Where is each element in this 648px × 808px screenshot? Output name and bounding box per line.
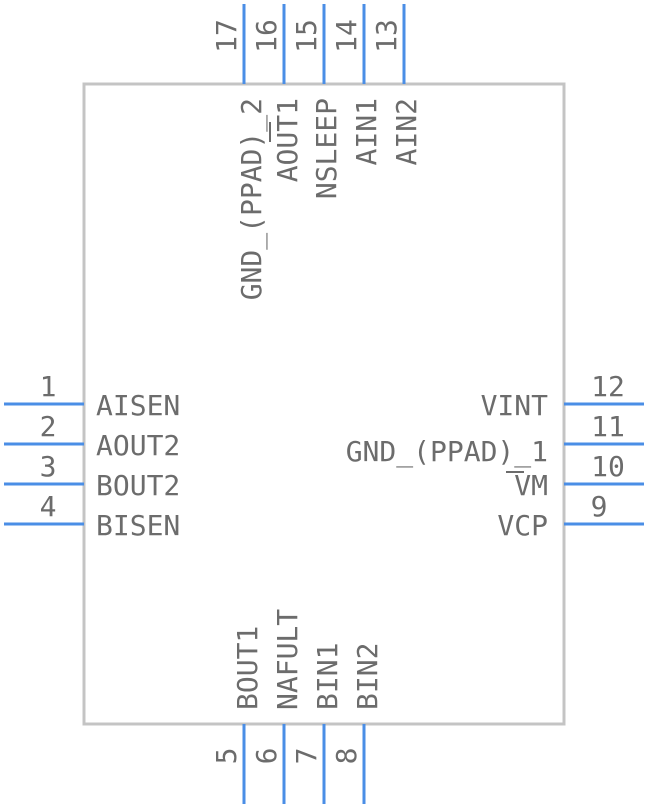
top-pins: 17 16 15 14 13 GND_(PPAD)_2 AOUT1 NSLEEP… [210, 4, 423, 300]
pin-15-label: NSLEEP [310, 98, 343, 199]
pin-6-number: 6 [250, 748, 283, 765]
pin-6-label: NAFULT [271, 609, 304, 710]
pin-7-label: BIN1 [311, 643, 344, 710]
pin-17-label: GND_(PPAD)_2 [235, 98, 269, 300]
pin-9-number: 9 [591, 490, 608, 523]
pin-16-number: 16 [250, 19, 283, 53]
pin-12-label: VINT [481, 389, 549, 422]
pin-16-label: AOUT1 [271, 98, 304, 182]
pin-10-number: 10 [591, 450, 625, 483]
pin-7-number: 7 [290, 748, 323, 765]
left-pins: 1 2 3 4 AISEN AOUT2 BOUT2 BISEN [4, 370, 180, 542]
component-body [82, 82, 566, 726]
pin-13-number: 13 [370, 19, 403, 53]
pin-3-label: BOUT2 [96, 469, 180, 502]
right-pins: 12 11 10 9 VINT GND_(PPAD)_1 VM VCP [346, 370, 644, 542]
pin-17-number: 17 [210, 19, 243, 53]
bottom-pins: 5 6 7 8 BOUT1 NAFULT BIN1 BIN2 [210, 609, 384, 804]
pin-14-label: AIN1 [350, 98, 383, 165]
pin-5-label: BOUT1 [231, 626, 264, 710]
pin-8-label: BIN2 [351, 643, 384, 710]
pin-5-number: 5 [210, 748, 243, 765]
pin-1-label: AISEN [96, 389, 180, 422]
pin-4-number: 4 [40, 490, 57, 523]
pin-10-label: VM [514, 469, 548, 502]
pin-15-number: 15 [290, 19, 323, 53]
pin-12-number: 12 [591, 370, 625, 403]
pin-11-label: GND_(PPAD)_1 [346, 435, 548, 469]
pin-8-number: 8 [330, 748, 363, 765]
pin-3-number: 3 [40, 450, 57, 483]
pin-9-label: VCP [497, 509, 548, 542]
pin-2-number: 2 [40, 410, 57, 443]
pin-1-number: 1 [40, 370, 57, 403]
pin-11-number: 11 [591, 410, 625, 443]
pin-14-number: 14 [330, 19, 363, 53]
pin-4-label: BISEN [96, 509, 180, 542]
pin-13-label: AIN2 [390, 98, 423, 165]
pin-2-label: AOUT2 [96, 429, 180, 462]
